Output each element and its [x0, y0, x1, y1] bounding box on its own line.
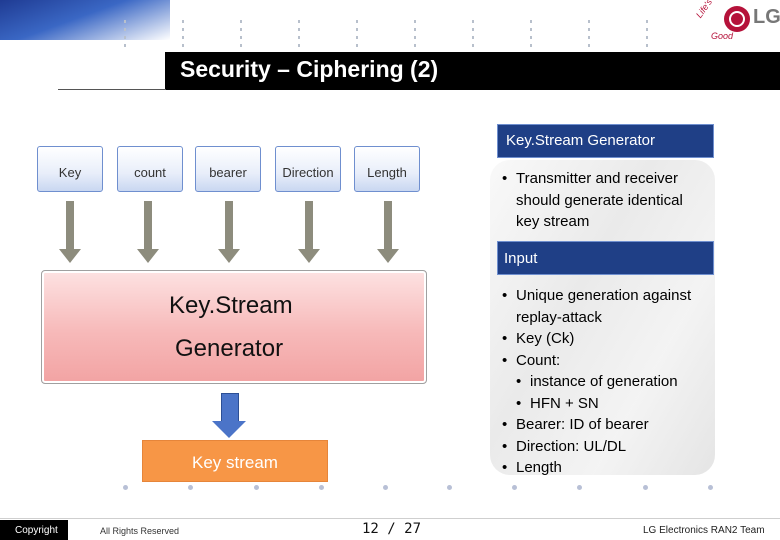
input-arrow: [384, 201, 392, 249]
footer-team: LG Electronics RAN2 Team: [643, 525, 765, 536]
decoration-dashes: [240, 20, 242, 50]
bullet-item: Direction: UL/DL: [500, 436, 691, 458]
top-decoration-stripe: [0, 0, 170, 40]
input-arrow-head: [218, 249, 240, 263]
output-arrow: [221, 393, 239, 422]
generator-label-line1: Key.Stream: [169, 292, 293, 319]
decoration-dot: [447, 485, 452, 490]
decoration-dot: [577, 485, 582, 490]
output-arrow-head: [212, 421, 246, 438]
bullet-item: Count:: [500, 350, 691, 372]
decoration-dashes: [414, 20, 416, 50]
keystream-output-box: Key stream: [142, 440, 328, 482]
bullet-continuation: key stream: [516, 213, 590, 230]
input-arrow-head: [137, 249, 159, 263]
decoration-dot: [188, 485, 193, 490]
keystream-generator-box: [41, 270, 427, 384]
decoration-dashes: [646, 20, 648, 50]
input-direction-box: Direction: [275, 146, 341, 192]
footer-divider: [0, 518, 780, 519]
decoration-dot: [708, 485, 713, 490]
decoration-dashes: [588, 20, 590, 50]
input-arrow: [305, 201, 313, 249]
sub-bullet-item: HFN + SN: [500, 393, 691, 415]
decoration-dot: [643, 485, 648, 490]
title-bar: [165, 52, 780, 90]
input-key-box: Key: [37, 146, 103, 192]
decoration-dashes: [182, 20, 184, 50]
input-arrow: [144, 201, 152, 249]
decoration-dashes: [124, 20, 126, 50]
bullet-item: Unique generation against: [500, 285, 691, 307]
logo-text: LG: [753, 6, 780, 28]
decoration-dot: [123, 485, 128, 490]
input-arrow-head: [59, 249, 81, 263]
decoration-dashes: [298, 20, 300, 50]
input-count-box: count: [117, 146, 183, 192]
decoration-dashes: [530, 20, 532, 50]
input-header: Input: [497, 241, 714, 275]
input-arrow-head: [377, 249, 399, 263]
keystream-generator-header: Key.Stream Generator: [497, 124, 714, 158]
logo-slogan: Life's: [694, 0, 715, 20]
bullet-item: Bearer: ID of bearer: [500, 414, 691, 436]
title-underline: [58, 89, 166, 90]
page-title: Security – Ciphering (2): [180, 56, 439, 82]
footer-rights: All Rights Reserved: [100, 526, 180, 536]
bullet-continuation: should generate identical: [516, 191, 683, 209]
bullet-item: Length: [500, 457, 691, 479]
input-length-box: Length: [354, 146, 420, 192]
bullet-continuation: replay-attack: [516, 308, 602, 326]
input-bullets: Unique generation against replay-attack …: [500, 285, 691, 479]
bullet-item: Key (Ck): [500, 328, 691, 350]
decoration-dashes: [472, 20, 474, 50]
page-number: 12 / 27: [362, 521, 422, 537]
decoration-dashes: [356, 20, 358, 50]
input-bearer-box: bearer: [195, 146, 261, 192]
bullet-item: Transmitter and receiver: [500, 168, 683, 190]
input-arrow: [225, 201, 233, 249]
generator-label-line2: Generator: [175, 335, 284, 362]
decoration-dot: [512, 485, 517, 490]
input-arrow-head: [298, 249, 320, 263]
decoration-dot: [254, 485, 259, 490]
sub-bullet-item: instance of generation: [500, 371, 691, 393]
logo-slogan: Good: [711, 31, 734, 41]
input-arrow: [66, 201, 74, 249]
footer-copyright: Copyright: [0, 520, 68, 540]
lg-logo-icon: [724, 6, 750, 32]
keystream-bullets: Transmitter and receiver should generate…: [500, 168, 683, 233]
decoration-dot: [319, 485, 324, 490]
decoration-dot: [383, 485, 388, 490]
